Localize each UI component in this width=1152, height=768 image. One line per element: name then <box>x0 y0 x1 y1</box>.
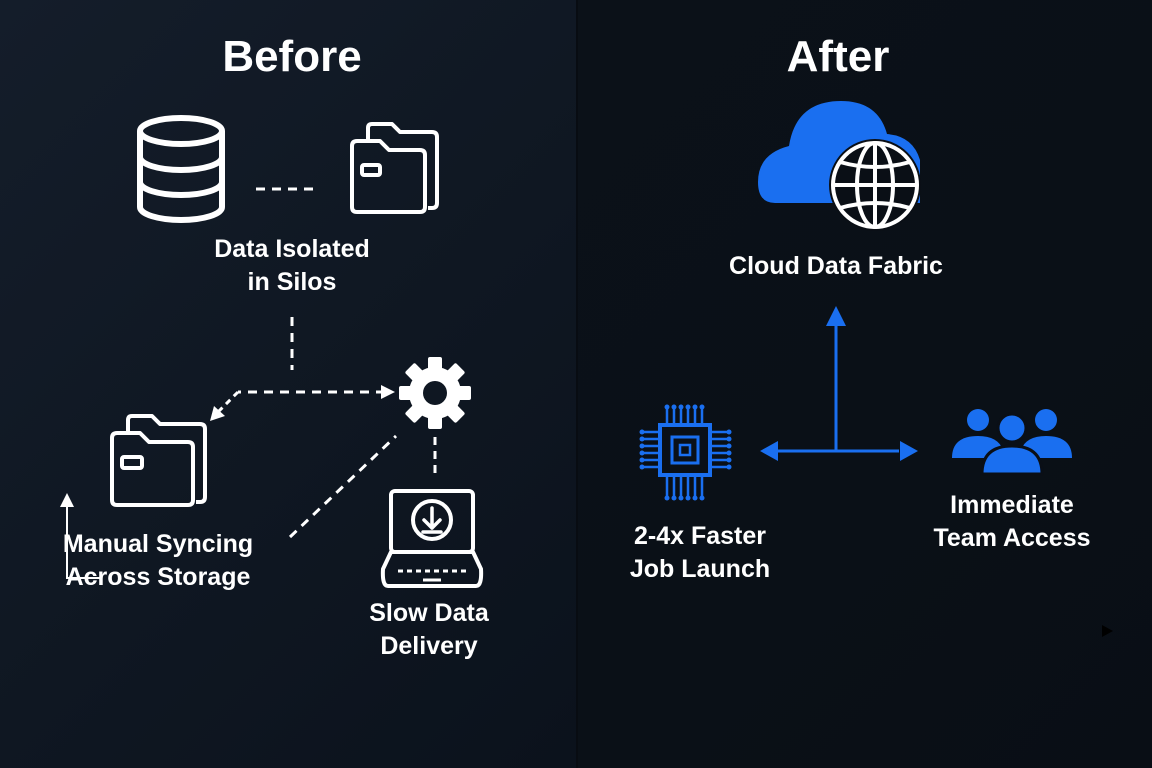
database-icon <box>137 115 225 223</box>
before-panel <box>0 0 576 768</box>
sync-up-arrowhead <box>60 493 74 507</box>
job-label-line-2: Job Launch <box>629 555 771 583</box>
team-label-line-2: Team Access <box>933 524 1091 552</box>
syncing-label-line-2: Across Storage <box>65 563 251 591</box>
sync-diag-dashed <box>288 434 398 539</box>
cloud-globe-icon <box>758 101 921 231</box>
arrowhead-to-gear <box>381 385 395 399</box>
folder-icon <box>110 414 207 507</box>
folder-icon <box>350 122 439 214</box>
gear-icon <box>399 357 471 429</box>
team-label-line-1: Immediate <box>950 491 1074 519</box>
silos-label: Data Isolated in Silos <box>172 233 412 299</box>
before-title: Before <box>222 32 362 81</box>
after-connectors <box>760 306 918 461</box>
team-label: Immediate Team Access <box>902 489 1122 555</box>
silos-label-line-2: in Silos <box>247 268 337 296</box>
team-icon <box>952 409 1072 476</box>
job-label: 2-4x Faster Job Launch <box>600 520 800 586</box>
syncing-label: Manual Syncing Across Storage <box>38 528 278 594</box>
delivery-label-line-1: Slow Data <box>369 599 489 627</box>
folder-diag-dashed <box>214 390 240 416</box>
play-triangle-icon <box>1102 625 1113 637</box>
job-label-line-1: 2-4x Faster <box>633 522 767 550</box>
arrowhead-to-folder <box>210 406 225 421</box>
syncing-label-line-1: Manual Syncing <box>62 530 254 558</box>
panel-divider <box>576 0 578 768</box>
cloud-label: Cloud Data Fabric <box>729 252 943 280</box>
chip-icon <box>639 404 732 501</box>
after-title: After <box>786 32 890 81</box>
sync-loop-line <box>66 505 102 579</box>
delivery-label-line-2: Delivery <box>380 632 478 660</box>
laptop-download-icon <box>380 489 484 588</box>
delivery-label: Slow Data Delivery <box>329 597 529 663</box>
silos-label-line-1: Data Isolated <box>214 235 370 263</box>
